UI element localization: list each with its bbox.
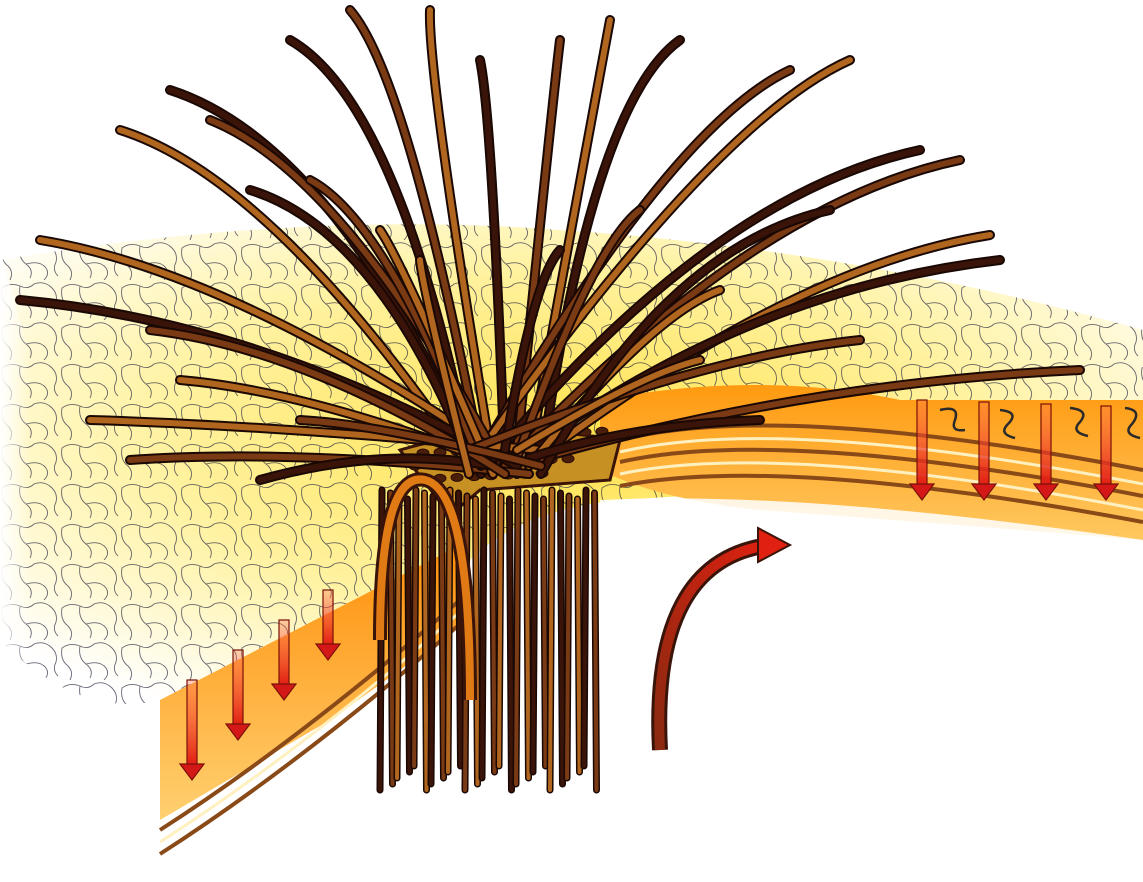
- flux-tube-core: [431, 496, 433, 784]
- pore-cell: [451, 473, 463, 481]
- flux-tube-core: [499, 496, 501, 766]
- downward-flow-arrow-icon: [279, 620, 289, 686]
- flux-tube-core: [550, 490, 552, 790]
- downward-flow-arrow-icon: [1101, 406, 1111, 486]
- flux-tube-core: [595, 493, 597, 790]
- flux-tube-core: [561, 493, 563, 784]
- flux-tube-core: [584, 490, 586, 766]
- right-cross-section-wall: [600, 385, 1143, 560]
- flux-tube-core: [510, 499, 512, 790]
- flux-tube-core: [493, 493, 495, 772]
- downward-flow-arrow-icon: [1041, 404, 1051, 486]
- downward-flow-arrow-icon: [233, 650, 243, 726]
- flux-tube-core: [567, 496, 569, 778]
- flux-tube-core: [425, 493, 427, 790]
- flux-tube-core: [544, 499, 546, 766]
- downward-flow-arrow-icon: [323, 590, 333, 646]
- flux-tube-core: [533, 496, 535, 772]
- curved-flow-arrow-icon: [659, 528, 790, 750]
- flux-tube-core: [442, 499, 444, 778]
- flux-tube-core: [482, 490, 484, 778]
- flux-tube-core: [516, 490, 518, 784]
- downward-flow-arrow-icon: [917, 400, 927, 486]
- flux-tube-core: [448, 490, 450, 772]
- flux-tube-core: [578, 499, 580, 772]
- flux-tube-core: [414, 490, 416, 766]
- flux-tube-core: [397, 496, 399, 778]
- downward-flow-arrow-icon: [187, 680, 197, 766]
- downward-flow-arrow-icon: [979, 402, 989, 486]
- flux-tube-core: [408, 499, 410, 772]
- flux-tube-core: [527, 493, 529, 778]
